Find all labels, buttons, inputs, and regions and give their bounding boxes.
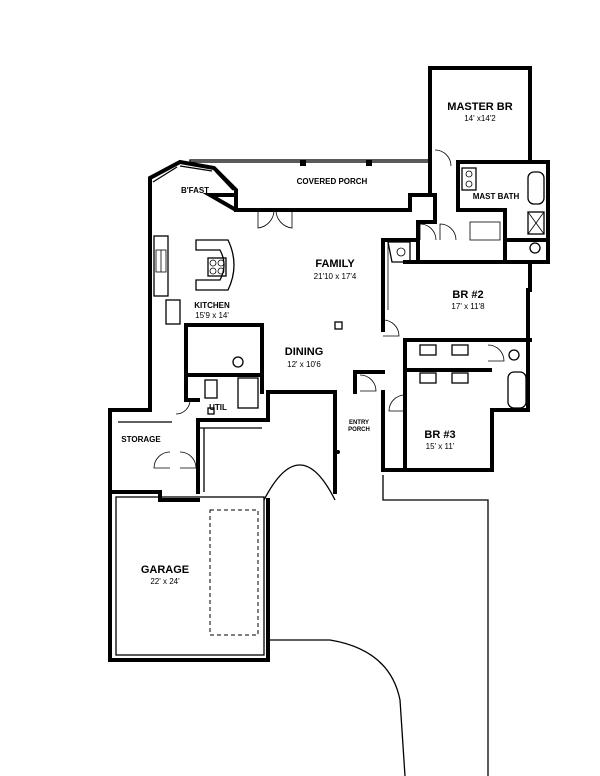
kitchen-label: KITCHEN [194, 301, 230, 310]
exterior-walls [108, 66, 550, 662]
mast-bath-label: MAST BATH [473, 192, 520, 201]
shared-bath-fixtures [419, 344, 527, 409]
driveway [263, 464, 489, 776]
light-fixture-icon [336, 450, 340, 454]
door-swings [153, 319, 505, 469]
interior-walls [184, 160, 550, 472]
br3-label: BR #3 [424, 429, 455, 441]
fireplace [387, 241, 411, 310]
french-doors [257, 209, 293, 229]
br3-size: 15' x 11' [426, 442, 455, 451]
master-br-size: 14' x14'2 [464, 114, 496, 123]
entry-porch-label: ENTRY [349, 420, 369, 426]
bfast-label: B'FAST [181, 186, 209, 195]
storage-label: STORAGE [121, 435, 161, 444]
porch-posts [189, 159, 431, 166]
util-fixtures [204, 356, 259, 409]
garage-label: GARAGE [141, 564, 189, 576]
br2-size: 17' x 11'8 [451, 302, 485, 311]
dining-label: DINING [285, 346, 324, 358]
small-fixture-icon [207, 407, 215, 415]
garage-size: 22' x 24' [150, 577, 180, 586]
kitchen-size: 15'9 x 14' [195, 311, 229, 320]
master-br-label: MASTER BR [447, 101, 512, 113]
master-bath-fixtures [461, 167, 545, 254]
ceiling-fan-icon [334, 321, 343, 330]
entry-porch-label-2: PORCH [348, 427, 370, 433]
bay-windows [152, 165, 234, 191]
dining-size: 12' x 10'6 [287, 360, 321, 369]
closet-doors [419, 149, 457, 241]
family-size: 21'10 x 17'4 [314, 272, 357, 281]
kitchen-island [153, 235, 235, 325]
util-label: UTIL [209, 403, 227, 412]
br2-label: BR #2 [452, 289, 483, 301]
garage-outline [115, 421, 265, 656]
family-label: FAMILY [315, 258, 355, 270]
room-labels: MASTER BR 14' x14'2 MAST BATH B'FAST COV… [121, 101, 519, 586]
covered-porch-label: COVERED PORCH [297, 177, 368, 186]
